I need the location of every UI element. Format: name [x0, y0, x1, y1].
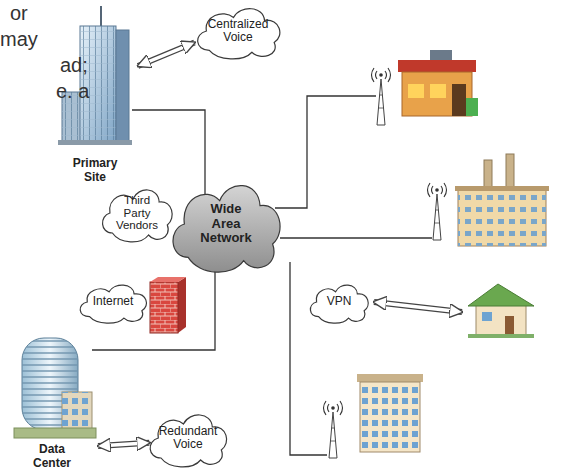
- network-cloud: Internet: [74, 280, 152, 324]
- voice-arrow: [138, 43, 194, 66]
- factory-windows: [458, 190, 546, 246]
- arrow-outline: [138, 43, 194, 66]
- annex: [62, 392, 92, 432]
- cloud-label: VPN: [327, 295, 352, 308]
- cloud-outline: [103, 190, 173, 242]
- cloud-outline: [197, 9, 279, 59]
- cloud-label: Centralized Voice: [202, 18, 274, 45]
- site-label: Primary Site: [60, 157, 130, 184]
- data-center-building: [14, 338, 96, 438]
- house-window: [482, 312, 492, 321]
- vpn-arrow: [374, 302, 462, 312]
- green-base: [14, 428, 96, 438]
- voice-arrow: [98, 443, 149, 446]
- firewall-front: [150, 282, 178, 333]
- annex-windows: [62, 392, 92, 432]
- store-building: [398, 50, 478, 116]
- network-illustration: [324, 401, 343, 458]
- house-roof: [468, 284, 534, 306]
- firewall-top: [150, 277, 186, 282]
- factory-roof: [455, 186, 549, 191]
- store-roof: [398, 60, 476, 72]
- store-wall: [402, 72, 472, 116]
- house-door: [505, 316, 514, 336]
- cloud-outline: [80, 285, 146, 323]
- page-text-fragment: or: [10, 2, 28, 25]
- arrow-body: [98, 443, 149, 446]
- arrow-body: [138, 43, 194, 66]
- building-base: [58, 140, 132, 145]
- cloud-outline: [150, 415, 226, 467]
- apartment-roof: [357, 374, 423, 382]
- remote-house: [468, 284, 534, 338]
- firewall: [150, 277, 186, 333]
- wan-wire: [275, 96, 376, 208]
- network-illustration: [372, 68, 391, 125]
- page-text-fragment: e. a: [56, 80, 89, 103]
- factory-building: [455, 154, 549, 246]
- apartment-wall: [360, 382, 420, 452]
- apartment-windows: [360, 382, 420, 452]
- network-cloud: VPN: [305, 280, 373, 324]
- wan-wire: [275, 96, 432, 455]
- store-door: [452, 84, 466, 116]
- rooftop-unit: [430, 50, 452, 61]
- store-awning: [466, 98, 478, 116]
- store-window: [408, 84, 424, 98]
- store-window: [430, 84, 446, 98]
- factory-wall: [458, 190, 546, 246]
- arrow-outline: [98, 443, 149, 446]
- wan-wire: [280, 237, 432, 238]
- network-link: [92, 254, 215, 350]
- house-wall: [476, 304, 526, 336]
- network-link: [92, 254, 215, 350]
- vpn-arrow: [374, 302, 462, 312]
- network-cloud: Third Party Vendors: [96, 183, 178, 243]
- cloud-label: Redundant Voice: [155, 425, 221, 452]
- site-label: Data Center: [21, 443, 83, 470]
- site-building: Data Center: [4, 330, 100, 470]
- cloud-label: Third Party Vendors: [111, 194, 163, 233]
- lawn: [468, 334, 534, 338]
- firewall-side: [178, 277, 186, 333]
- cloud-outline: [310, 285, 368, 323]
- roof-spire: [100, 6, 102, 28]
- vpn-arrow: [374, 302, 462, 312]
- cloud-label: Wide Area Network: [196, 202, 256, 246]
- network-cloud: Centralized Voice: [190, 2, 287, 60]
- apartment-building: [357, 374, 423, 452]
- primary-site-building: [58, 6, 132, 145]
- network-cloud: Wide Area Network: [163, 174, 289, 274]
- network-illustration: [428, 183, 447, 240]
- network-link: [132, 110, 205, 196]
- cloud-outline: [173, 186, 280, 273]
- tower-side: [116, 30, 129, 142]
- network-link: [132, 110, 205, 196]
- page-text-fragment: ad;: [60, 54, 88, 77]
- page-text-fragment: may: [0, 28, 38, 51]
- network-cloud: Redundant Voice: [143, 408, 233, 468]
- cloud-label: Internet: [93, 295, 134, 308]
